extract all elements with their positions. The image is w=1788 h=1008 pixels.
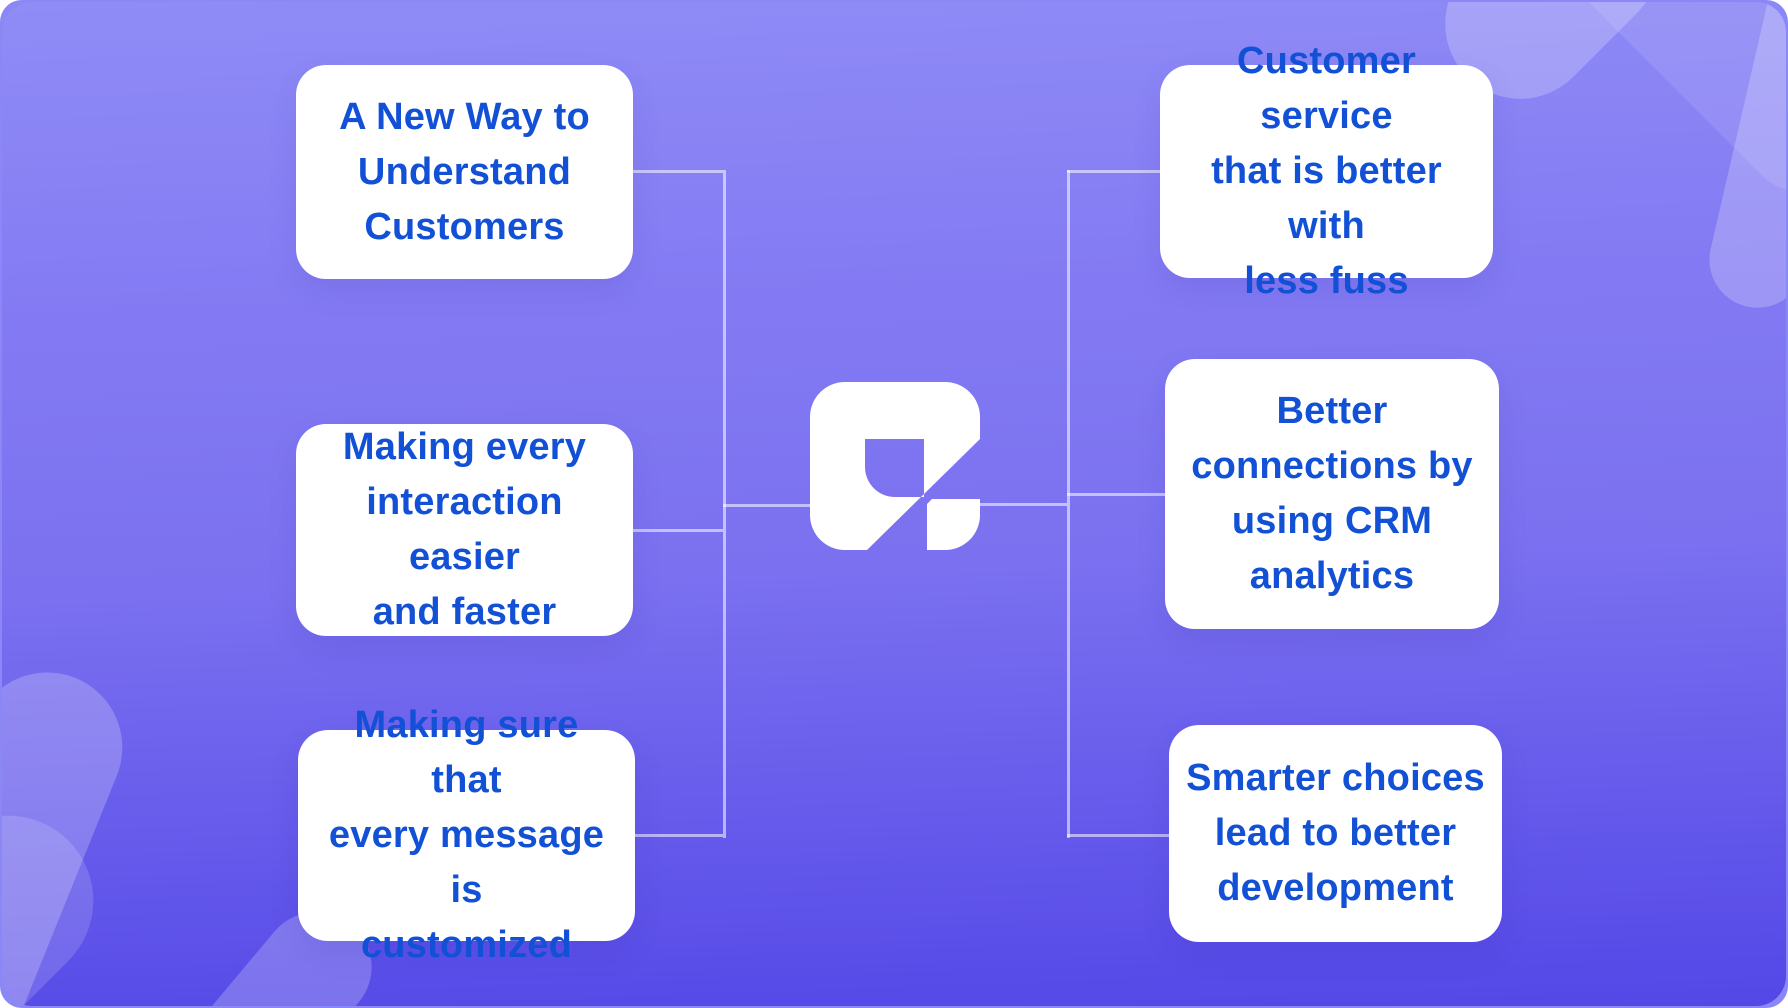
card-crm-analytics-text: Better connections by using CRM analytic… [1191, 390, 1473, 597]
logo-main-shape [810, 382, 980, 550]
connector-logo-to-right [978, 503, 1067, 506]
card-smarter-choices: Smarter choices lead to better developme… [1169, 725, 1502, 942]
connector-left-to-logo [723, 504, 812, 507]
connector-right-bottom [1067, 834, 1171, 837]
logo-corner-square [927, 499, 980, 550]
card-crm-analytics: Better connections by using CRM analytic… [1165, 359, 1499, 629]
card-easier-interactions: Making every interaction easier and fast… [296, 424, 633, 636]
connector-left-bottom [631, 834, 723, 837]
connector-right-top [1067, 170, 1162, 173]
card-better-service: Customer service that is better with les… [1160, 40, 1493, 302]
card-customized-messages-text: Making sure that every message is custom… [328, 704, 605, 966]
connector-right-middle [1067, 493, 1167, 496]
crm-logo-icon [810, 382, 980, 550]
card-easier-interactions-text: Making every interaction easier and fast… [342, 426, 587, 633]
card-better-service-text: Customer service that is better with les… [1211, 40, 1442, 302]
card-smarter-choices-text: Smarter choices lead to better developme… [1186, 757, 1485, 909]
connector-right-vertical [1067, 170, 1070, 838]
connector-left-middle [631, 529, 723, 532]
connector-left-top [631, 170, 723, 173]
card-understand-customers-text: A New Way to Understand Customers [339, 95, 590, 248]
card-customized-messages: Making sure that every message is custom… [298, 704, 635, 966]
card-understand-customers: A New Way to Understand Customers [296, 65, 633, 279]
